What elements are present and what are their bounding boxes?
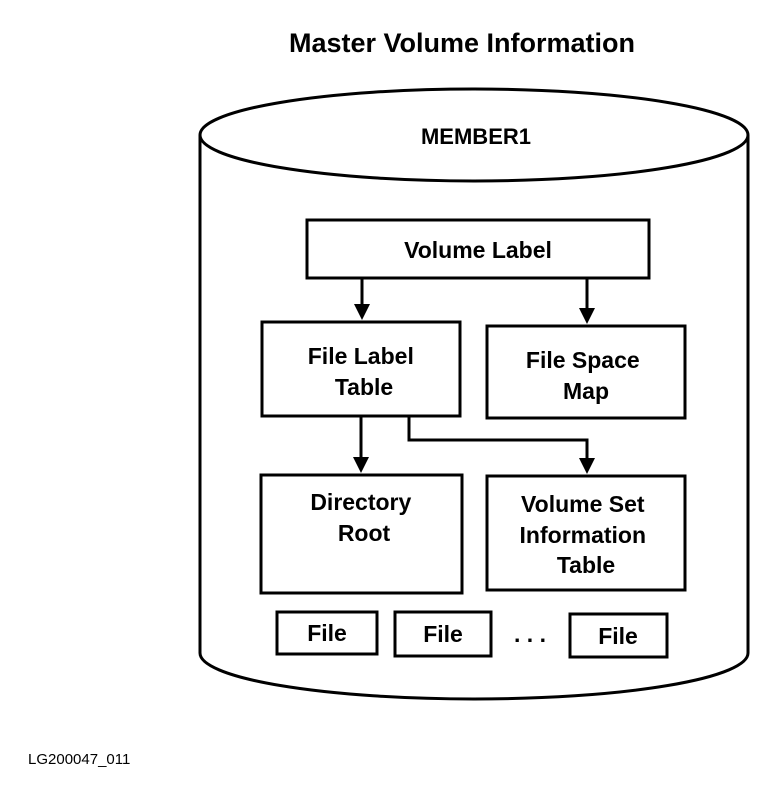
- arrowheads: [353, 304, 595, 474]
- file-space-map-box: [485, 324, 687, 420]
- volume-set-info-text: Volume Set Information Table: [520, 491, 653, 578]
- connectors: [359, 278, 589, 460]
- volume-label-box: [305, 218, 651, 280]
- arrowhead-2: [579, 308, 595, 324]
- file-space-map-text: File Space Map: [526, 347, 646, 404]
- file-box-2: [393, 610, 493, 658]
- ellipsis: . . .: [514, 621, 546, 647]
- arrowhead-1: [354, 304, 370, 320]
- file-box-3: [568, 612, 669, 659]
- file-label-table-text: File Label Table: [308, 343, 420, 400]
- volume-label-text: Volume Label: [404, 237, 552, 263]
- figure-id: LG200047_011: [28, 751, 130, 768]
- volume-set-info-box: [485, 474, 687, 592]
- arrowhead-4: [579, 458, 595, 474]
- file-label-1: File: [307, 620, 347, 646]
- file-label-table-box: [260, 320, 462, 418]
- cylinder-label: MEMBER1: [421, 124, 531, 149]
- directory-root-text: Directory Root: [310, 489, 417, 546]
- arrow-filelabel-to-volumeset: [407, 416, 589, 460]
- file-label-2: File: [423, 621, 463, 647]
- file-box-1: [275, 610, 379, 656]
- directory-root-box: [259, 473, 464, 595]
- arrowhead-3: [353, 457, 369, 473]
- cylinder-top: [198, 87, 750, 183]
- diagram-title: Master Volume Information: [289, 28, 635, 58]
- cylinder-body: [198, 135, 750, 701]
- file-label-3: File: [598, 623, 638, 649]
